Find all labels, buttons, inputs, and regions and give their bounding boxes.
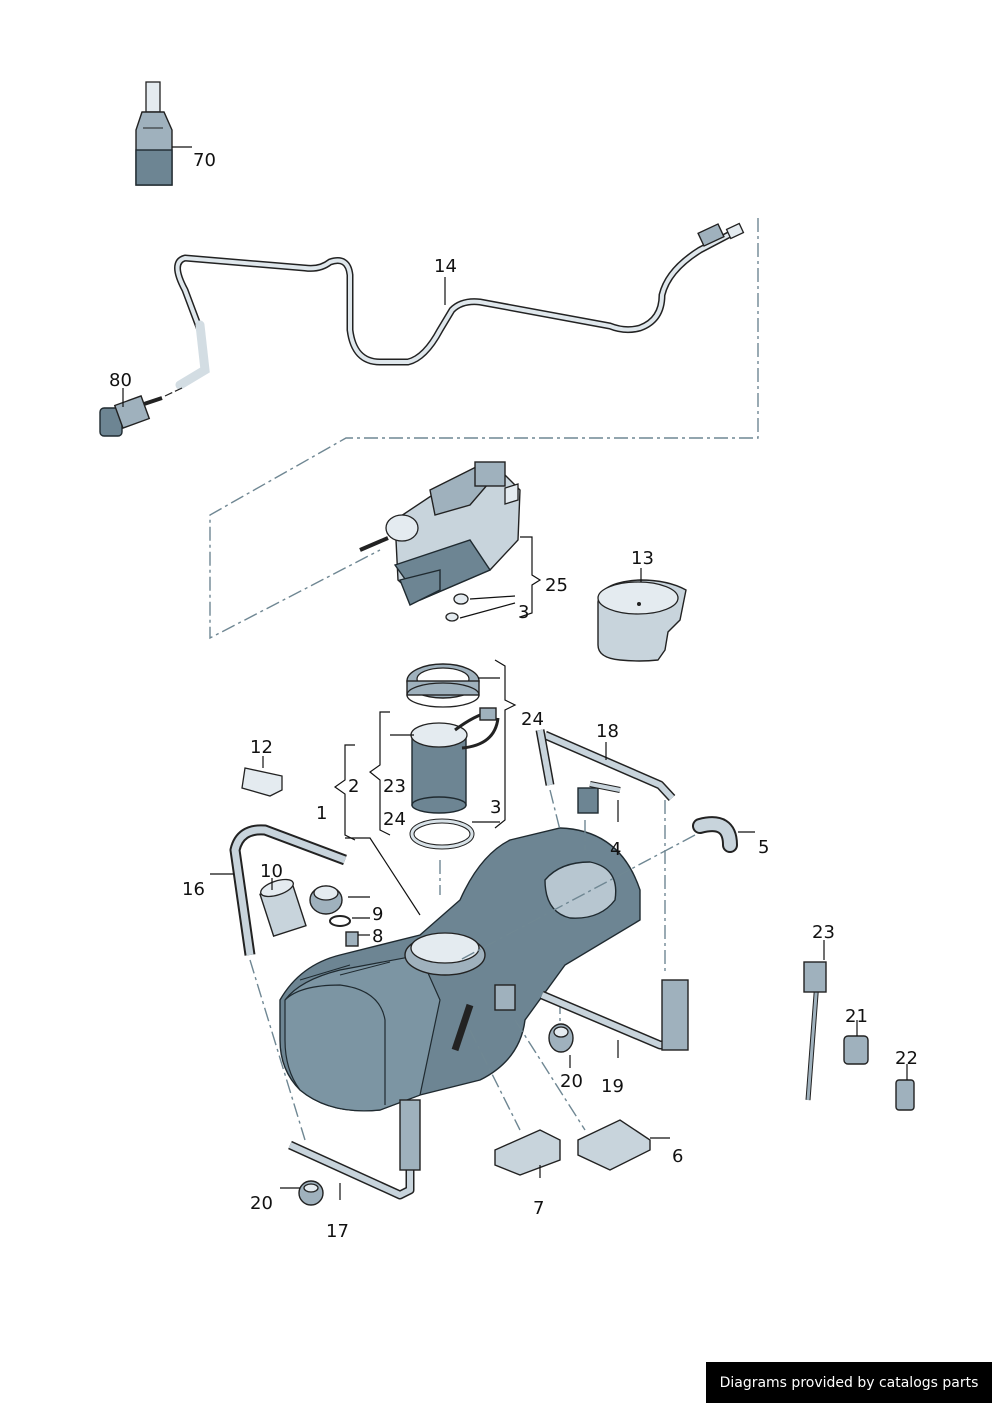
label-25: 25 — [545, 575, 568, 596]
part-7-sensor — [494, 1129, 561, 1176]
label-3-module: 3 — [518, 602, 529, 623]
label-24-seal: 24 — [383, 809, 406, 830]
part-22-clip — [895, 1079, 915, 1111]
leader-lines — [122, 146, 908, 1200]
part-6-module — [577, 1119, 651, 1171]
label-9: 9 — [372, 904, 383, 925]
part-labels: 70 14 80 25 3 13 24 18 12 2 23 1 3 24 4 … — [109, 150, 918, 1242]
part-20-nut-upper — [548, 1023, 574, 1053]
label-20-lower: 20 — [250, 1193, 273, 1214]
label-4: 4 — [610, 839, 621, 860]
part-5-elbow — [692, 816, 738, 853]
part-70-bottle — [135, 81, 173, 186]
part-17-strap — [288, 1099, 421, 1200]
label-18: 18 — [596, 721, 619, 742]
assembly-guides-dashed — [249, 789, 696, 1141]
part-9-cap — [309, 885, 343, 915]
assembly-outline-dashed — [209, 218, 759, 640]
part-4-connector — [577, 781, 621, 814]
label-3-seal: 3 — [490, 797, 501, 818]
part-13-cover — [597, 579, 687, 662]
part-12-bracket — [241, 767, 283, 797]
label-22: 22 — [895, 1048, 918, 1069]
part-20-nut-lower — [298, 1180, 324, 1206]
part-16-strap — [229, 824, 347, 956]
label-10: 10 — [260, 861, 283, 882]
part-80-connector — [99, 387, 183, 437]
label-24-ring: 24 — [521, 709, 544, 730]
part-23-cable-tie — [803, 961, 827, 1101]
footer-attribution: Diagrams provided by catalogs parts — [706, 1362, 992, 1403]
part-25-pump-module — [359, 461, 521, 606]
part-21-clip — [843, 1035, 869, 1065]
label-14: 14 — [434, 256, 457, 277]
label-20-upper: 20 — [560, 1071, 583, 1092]
label-23-pump: 23 — [383, 776, 406, 797]
label-21: 21 — [845, 1006, 868, 1027]
label-8: 8 — [372, 926, 383, 947]
label-12: 12 — [250, 737, 273, 758]
part-19-strap — [540, 979, 689, 1051]
part-3-seal-ring — [409, 818, 475, 850]
label-16: 16 — [182, 879, 205, 900]
label-80: 80 — [109, 370, 132, 391]
part-3-grommets — [445, 593, 469, 622]
part-14-hose — [174, 222, 745, 390]
label-23-tie: 23 — [812, 922, 835, 943]
label-70: 70 — [193, 150, 216, 171]
label-7: 7 — [533, 1198, 544, 1219]
part-23-fuel-pump — [410, 707, 500, 814]
part-10-filter — [259, 878, 307, 938]
label-17: 17 — [326, 1221, 349, 1242]
label-1: 1 — [316, 803, 327, 824]
fuel-tank — [279, 827, 641, 1112]
label-19: 19 — [601, 1076, 624, 1097]
label-6: 6 — [672, 1146, 683, 1167]
part-8-o-ring — [329, 915, 359, 947]
part-18-strap — [535, 729, 676, 802]
part-24-ring-nut — [406, 663, 480, 708]
label-13: 13 — [631, 548, 654, 569]
label-2: 2 — [348, 776, 359, 797]
label-5: 5 — [758, 837, 769, 858]
